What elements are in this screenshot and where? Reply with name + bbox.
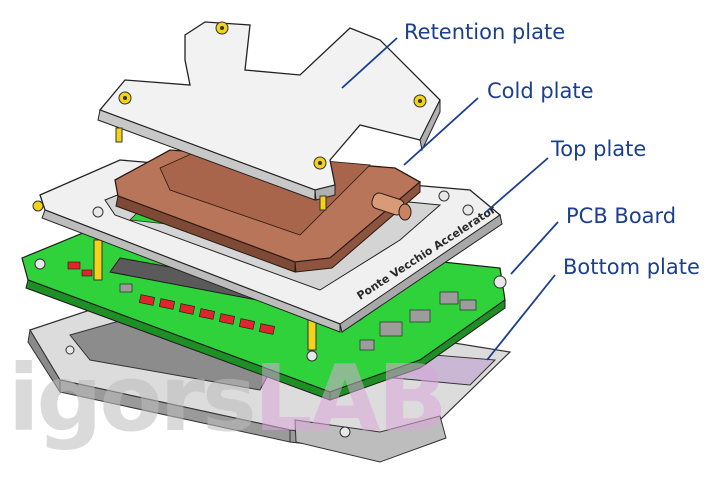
label-bottom-plate: Bottom plate	[563, 255, 700, 279]
leader-cold-plate	[403, 97, 479, 166]
leader-retention-plate	[341, 37, 398, 89]
watermark-part2: LAB	[253, 345, 448, 452]
leader-lines	[341, 37, 559, 361]
leader-bottom-plate	[486, 274, 556, 361]
leader-top-plate	[485, 157, 549, 213]
leader-pcb-board	[510, 221, 559, 275]
label-retention-plate: Retention plate	[404, 20, 566, 44]
retention-plate	[97, 21, 441, 211]
label-pcb-board: PCB Board	[566, 204, 677, 228]
watermark-part1: igors	[8, 345, 257, 452]
label-cold-plate: Cold plate	[487, 79, 594, 103]
watermark: igorsLAB	[8, 345, 448, 452]
label-top-plate: Top plate	[551, 137, 647, 161]
